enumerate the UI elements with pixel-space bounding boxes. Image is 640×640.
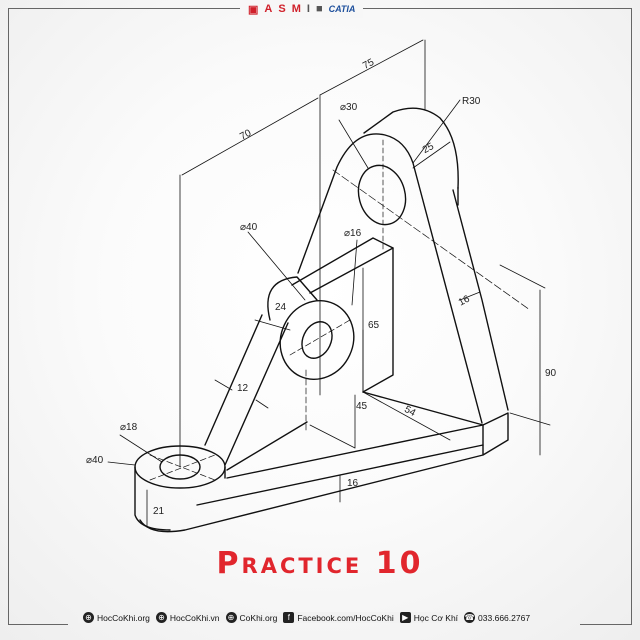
solidworks-icon: S bbox=[278, 3, 286, 15]
nx-cube-icon: ■ bbox=[315, 3, 323, 15]
dim-16-base: 16 bbox=[347, 478, 359, 489]
youtube-icon: ▶ bbox=[399, 612, 411, 623]
dim-21: 21 bbox=[153, 506, 165, 517]
dim-75: 75 bbox=[361, 57, 376, 72]
dim-25: 25 bbox=[421, 141, 436, 156]
dim-dia30: ⌀30 bbox=[340, 102, 358, 113]
footer-phone[interactable]: ☎033.666.2767 bbox=[464, 612, 531, 623]
footer-link-youtube[interactable]: ▶Học Cơ Khí bbox=[399, 612, 458, 623]
dim-dia16: ⌀16 bbox=[344, 228, 362, 239]
frame-line bbox=[8, 624, 68, 625]
globe-icon: ⊕ bbox=[155, 612, 167, 623]
dim-dia18: ⌀18 bbox=[120, 422, 138, 433]
dim-r30: R30 bbox=[462, 96, 481, 107]
dim-16-arm: 16 bbox=[457, 293, 472, 308]
vertical-plate bbox=[291, 237, 394, 393]
dim-54: 54 bbox=[402, 404, 417, 419]
facebook-icon: f bbox=[283, 612, 295, 623]
frame-line bbox=[580, 624, 632, 625]
footer-link-hoccokhi-vn[interactable]: ⊕HocCoKhi.vn bbox=[155, 612, 220, 623]
software-logos: ▣ A S M I ■ CATIA bbox=[240, 0, 364, 18]
autocad-icon: ▣ bbox=[248, 3, 259, 16]
catia-icon: CATIA bbox=[328, 4, 356, 14]
dim-45: 45 bbox=[356, 401, 368, 412]
globe-icon: ⊕ bbox=[225, 612, 237, 623]
practice-title: Practice 10 bbox=[216, 546, 424, 581]
upright-arm bbox=[297, 107, 531, 424]
dim-24: 24 bbox=[275, 302, 287, 313]
dimension-labels: 75 70 ⌀30 R30 25 ⌀40 ⌀16 24 65 90 16 12 … bbox=[86, 57, 557, 517]
middle-boss bbox=[267, 276, 355, 431]
dimension-lines bbox=[107, 39, 551, 528]
rib-arm bbox=[204, 314, 289, 466]
dim-dia40-boss: ⌀40 bbox=[240, 222, 258, 233]
footer-link-hoccokhi-org[interactable]: ⊕HocCoKhi.org bbox=[83, 612, 150, 623]
dim-65: 65 bbox=[368, 320, 380, 331]
dim-90: 90 bbox=[545, 368, 557, 379]
inventor-icon: I bbox=[306, 3, 310, 15]
autodesk-a-icon: A bbox=[264, 3, 273, 15]
globe-icon: ⊕ bbox=[83, 612, 94, 623]
dim-dia40-base: ⌀40 bbox=[86, 455, 104, 466]
mastercam-icon: M bbox=[291, 3, 301, 15]
phone-icon: ☎ bbox=[464, 612, 476, 623]
dim-12: 12 bbox=[237, 383, 249, 394]
footer-link-cokhi-org[interactable]: ⊕CoKhi.org bbox=[225, 612, 277, 623]
dim-70: 70 bbox=[238, 128, 253, 143]
base-plate bbox=[139, 391, 509, 533]
